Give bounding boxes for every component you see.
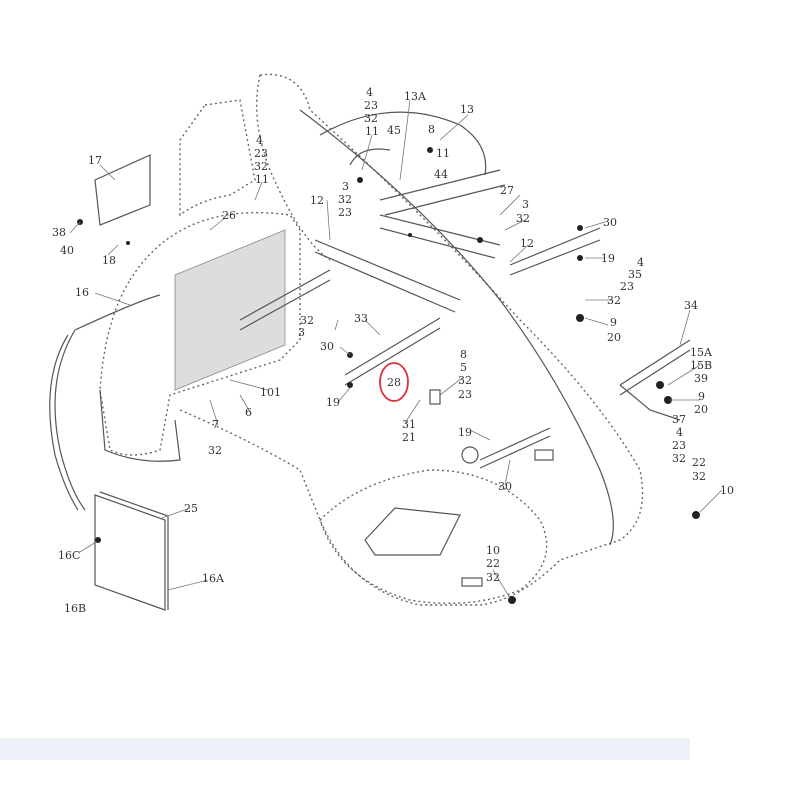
- label: 12: [520, 237, 534, 250]
- label: 32: [364, 112, 378, 125]
- label: 34: [684, 299, 698, 312]
- label: 8: [428, 123, 435, 136]
- label: 10: [486, 544, 500, 557]
- label: 16: [75, 286, 89, 299]
- label: 32: [486, 571, 500, 584]
- label: 11: [365, 125, 379, 138]
- label: 32: [458, 374, 472, 387]
- label: 20: [694, 403, 708, 416]
- label: 9: [610, 316, 617, 329]
- label: 23: [364, 99, 378, 112]
- label: 12: [310, 194, 324, 207]
- label: 30: [498, 480, 512, 493]
- label: 39: [694, 372, 708, 385]
- label: 7: [212, 418, 219, 431]
- label: 5: [460, 361, 467, 374]
- label: 8: [460, 348, 467, 361]
- label: 23: [458, 388, 472, 401]
- label: 19: [601, 252, 615, 265]
- label: 3: [298, 326, 305, 339]
- label: 16C: [58, 549, 80, 562]
- frame-outline: [49, 73, 691, 611]
- label: 35: [628, 268, 642, 281]
- leader-lines: [69, 99, 723, 599]
- label: 32: [607, 294, 621, 307]
- label: 22: [486, 557, 500, 570]
- label: 16B: [64, 602, 86, 615]
- label: 18: [102, 254, 116, 267]
- label: 30: [603, 216, 617, 229]
- label: 22: [692, 456, 706, 469]
- label: 17: [88, 154, 102, 167]
- label: 9: [698, 390, 705, 403]
- label: 38: [52, 226, 66, 239]
- label: 32: [254, 160, 268, 173]
- label: 31: [402, 418, 416, 431]
- label: 13: [460, 103, 474, 116]
- label: 23: [672, 439, 686, 452]
- label: 33: [354, 312, 368, 325]
- bottom-strip: [0, 738, 690, 760]
- label: 23: [338, 206, 352, 219]
- label: 32: [672, 452, 686, 465]
- label: 32: [208, 444, 222, 457]
- label: 32: [516, 212, 530, 225]
- label: 3: [522, 198, 529, 211]
- label: 45: [387, 124, 401, 137]
- label: 32: [692, 470, 706, 483]
- label: 19: [326, 396, 340, 409]
- callout-labels: 17 38 40 18 26 16 4 23 32 11 4 23 32 11 …: [52, 86, 734, 615]
- label: 23: [620, 280, 634, 293]
- label: 13A: [404, 90, 427, 103]
- label: 6: [245, 406, 252, 419]
- label: 10: [720, 484, 734, 497]
- label: 3: [342, 180, 349, 193]
- highlight-circle-28: [379, 362, 409, 402]
- label: 15B: [690, 359, 712, 372]
- label: 15A: [690, 346, 713, 359]
- label: 16A: [202, 572, 225, 585]
- label: 21: [402, 431, 416, 444]
- label: 27: [500, 184, 514, 197]
- label: 20: [607, 331, 621, 344]
- label: 4: [637, 256, 644, 269]
- label: 101: [260, 386, 281, 399]
- label-highlighted: 28: [387, 376, 401, 389]
- label: 32: [300, 314, 314, 327]
- label: 19: [458, 426, 472, 439]
- label: 30: [320, 340, 334, 353]
- label: 37: [672, 413, 686, 426]
- label: 4: [256, 134, 263, 147]
- label: 11: [436, 147, 450, 160]
- label: 32: [338, 193, 352, 206]
- label: 11: [255, 173, 269, 186]
- label: 44: [434, 168, 448, 181]
- label: 4: [676, 426, 683, 439]
- label: 26: [222, 209, 236, 222]
- label: 23: [254, 147, 268, 160]
- label: 40: [60, 244, 74, 257]
- label: 25: [184, 502, 198, 515]
- fastener-dots: [77, 147, 700, 604]
- label: 4: [366, 86, 373, 99]
